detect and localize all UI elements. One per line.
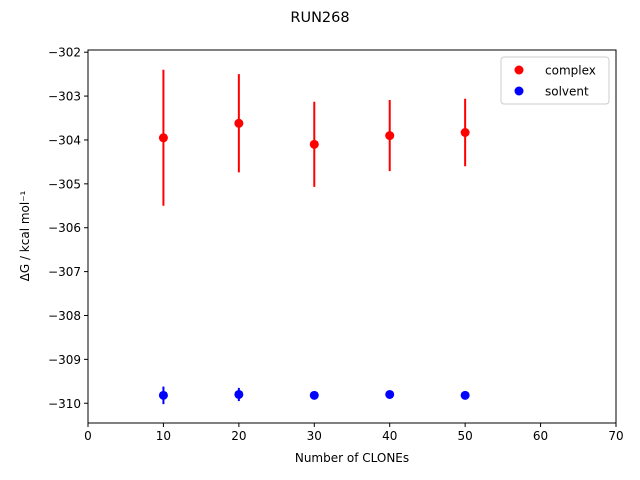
x-tick-label: 70: [608, 429, 623, 443]
y-tick-label: −308: [48, 309, 81, 323]
data-point: [309, 390, 319, 400]
chart-title: RUN268: [290, 10, 349, 26]
data-point: [460, 127, 470, 137]
y-tick-label: −307: [48, 265, 81, 279]
legend-label: complex: [545, 64, 596, 78]
data-point: [234, 118, 244, 128]
y-tick-label: −306: [48, 221, 81, 235]
y-tick-label: −304: [48, 133, 81, 147]
y-axis-ticks: −302 −303 −304 −305 −306 −307 −308 −309 −310: [48, 46, 88, 411]
x-axis-label: Number of CLONEs: [295, 451, 409, 465]
legend: complex solvent: [500, 56, 610, 105]
x-tick-label: 30: [307, 429, 322, 443]
plot-area: [87, 49, 617, 424]
data-point: [385, 389, 395, 399]
data-point: [158, 390, 168, 400]
x-tick-label: 0: [84, 429, 92, 443]
data-point: [460, 390, 470, 400]
data-point: [234, 389, 244, 399]
legend-box: [500, 56, 610, 105]
x-tick-label: 20: [231, 429, 246, 443]
y-tick-label: −303: [48, 90, 81, 104]
data-point: [158, 133, 168, 143]
x-tick-label: 60: [533, 429, 548, 443]
y-tick-label: −310: [48, 397, 81, 411]
legend-marker: [514, 86, 524, 96]
y-tick-label: −305: [48, 177, 81, 191]
x-tick-label: 40: [382, 429, 397, 443]
legend-marker: [514, 65, 524, 75]
data-point: [309, 139, 319, 149]
x-axis-ticks: 0 10 20 30 40 50 60 70: [84, 423, 624, 443]
x-tick-label: 50: [458, 429, 473, 443]
axes-frame: [87, 49, 617, 424]
data-point: [385, 131, 395, 141]
y-tick-label: −309: [48, 353, 81, 367]
data-marks: [158, 69, 470, 405]
x-tick-label: 10: [156, 429, 171, 443]
legend-label: solvent: [545, 85, 589, 99]
y-axis-label: ΔG / kcal mol⁻¹: [18, 190, 32, 281]
y-tick-label: −302: [48, 46, 81, 60]
